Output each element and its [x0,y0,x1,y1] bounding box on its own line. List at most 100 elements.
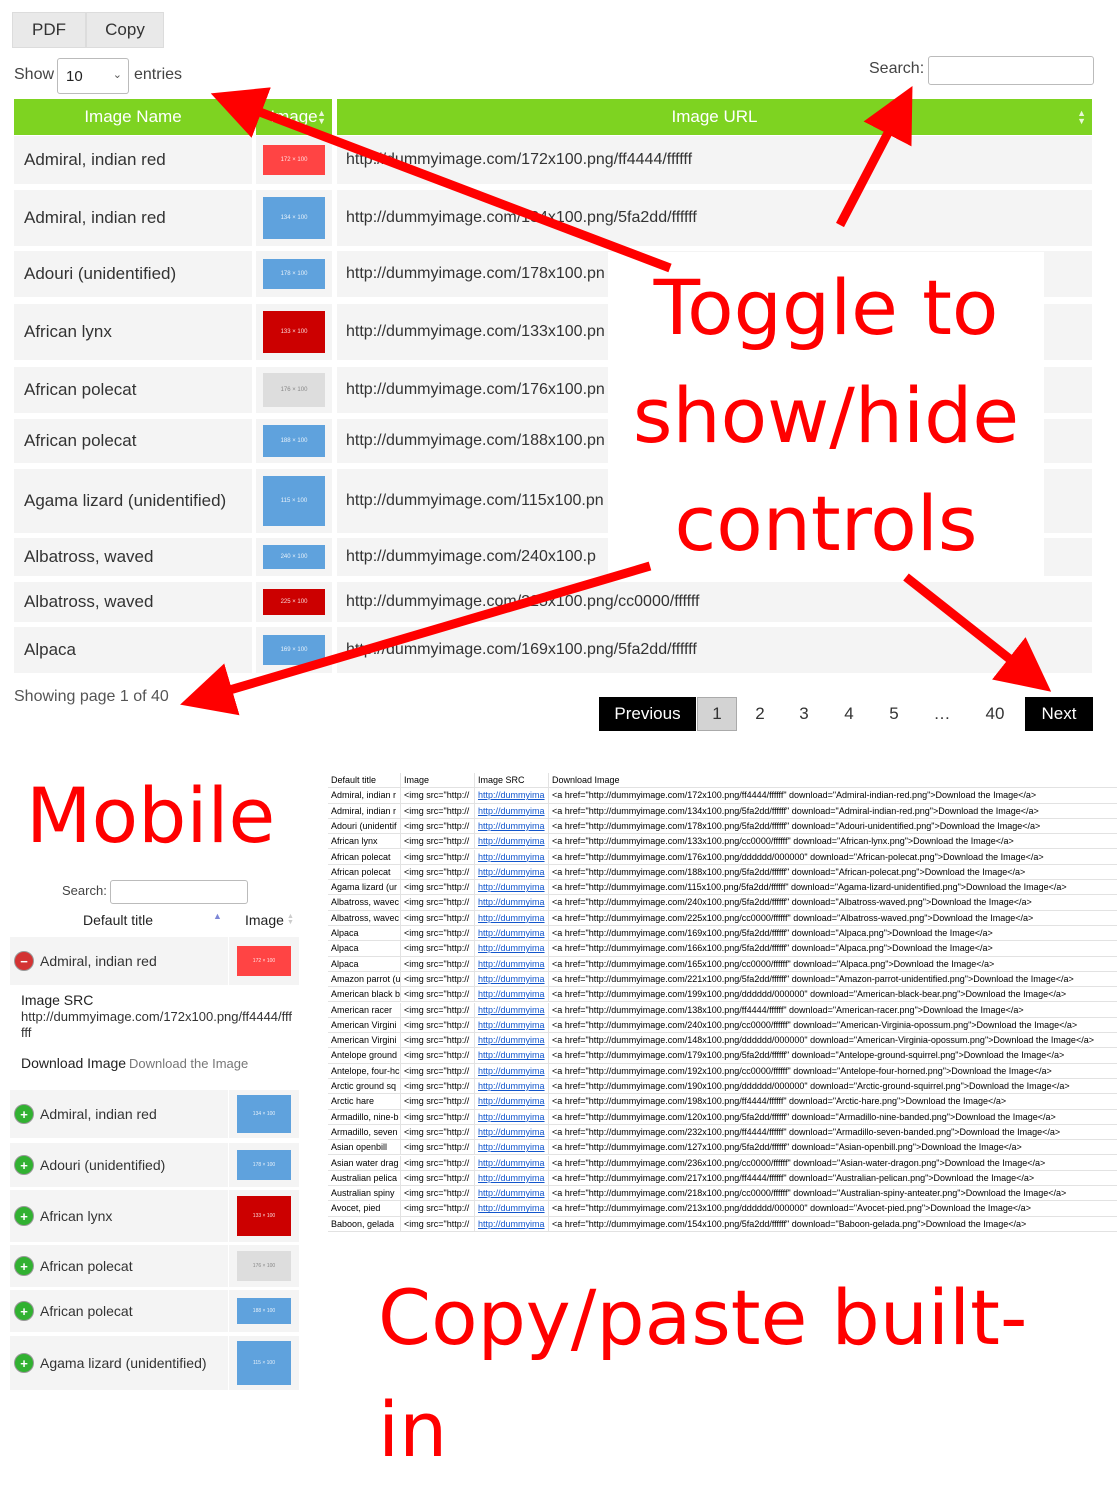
table-row-image: 115 × 100 [256,469,332,533]
sort-icon: ▲▼ [317,108,326,126]
spreadsheet-cell: http://dummyima [475,926,549,941]
detail-src-value: http://dummyimage.com/172x100.png/ff4444… [21,1009,293,1040]
thumbnail-image: 169 × 100 [263,635,325,665]
spreadsheet-cell: African polecat [328,864,401,880]
expand-icon[interactable]: + [14,1256,34,1276]
mobile-row[interactable]: + Agama lizard (unidentified) [10,1336,228,1390]
spreadsheet-cell: Australian pelica [328,1170,401,1186]
mobile-row[interactable]: + African polecat [10,1290,228,1332]
spreadsheet-cell: http://dummyima [475,971,549,987]
page-button-40[interactable]: 40 [985,704,1005,723]
entries-value: 10 [66,67,83,85]
mobile-search-input[interactable] [110,880,248,904]
spreadsheet-row: Agama lizard (ur<img src="http://http://… [328,880,1117,896]
copy-button[interactable]: Copy [86,12,164,48]
mobile-row[interactable]: +Admiral, indian red [10,1090,228,1138]
spreadsheet-cell: http://dummyima [475,1048,549,1064]
toggle-callout-line: Toggle to [653,263,999,352]
thumbnail-image: 176 × 100 [263,373,325,407]
spreadsheet-row: American black b<img src="http://http://… [328,987,1117,1003]
spreadsheet-cell: <a href="http://dummyimage.com/236x100.p… [552,1157,1046,1168]
spreadsheet-row: African polecat<img src="http://http://d… [328,864,1117,881]
expand-icon[interactable]: + [14,1104,34,1124]
spreadsheet-row: American Virgini<img src="http://http://… [328,1017,1117,1034]
spreadsheet-cell: Alpaca [328,956,401,972]
arrow-to-search [836,86,913,228]
spreadsheet-cell: <img src="http:// [401,834,475,850]
toggle-callout-line: show/hide [632,371,1020,460]
thumbnail-image: 178 × 100 [263,259,325,289]
thumbnail-image: 115 × 100 [237,1341,291,1385]
spreadsheet-cell: <a href="http://dummyimage.com/213x100.p… [552,1203,1031,1214]
thumbnail-image: 115 × 100 [263,476,325,526]
arrow-to-next [903,573,1052,692]
spreadsheet-cell: Antelope ground [328,1048,401,1064]
thumbnail-image: 188 × 100 [237,1298,291,1324]
mobile-row-image: 188 × 100 [229,1290,299,1332]
previous-button[interactable]: Previous [599,697,696,731]
spreadsheet-cell: http://dummyima [475,910,549,926]
spreadsheet-cell: <a href="http://dummyimage.com/178x100.p… [552,820,1041,831]
spreadsheet-cell: <a href="http://dummyimage.com/172x100.p… [552,790,1037,801]
spreadsheet-cell: http://dummyima [475,1216,549,1232]
spreadsheet-cell: http://dummyima [475,956,549,972]
spreadsheet-cell: http://dummyima [475,941,549,957]
entries-select[interactable]: 10 ⌄ [57,58,129,94]
page-button-1[interactable]: 1 [697,697,737,731]
spreadsheet-cell: <img src="http:// [401,803,475,819]
spreadsheet-row: Arctic hare<img src="http://http://dummy… [328,1094,1117,1110]
table-row-image: 225 × 100 [256,582,332,622]
collapse-icon[interactable]: − [14,951,34,971]
expand-icon[interactable]: + [14,1301,34,1321]
spreadsheet-cell: Avocet, pied [328,1201,401,1217]
page-button-3[interactable]: 3 [799,704,809,723]
spreadsheet-cell: <a href="http://dummyimage.com/169x100.p… [552,928,993,938]
mobile-row[interactable]: +African polecat [10,1245,228,1287]
spreadsheet-cell: <img src="http:// [401,1094,475,1110]
spreadsheet-cell: Armadillo, nine-b [328,1109,401,1125]
spreadsheet-row: Adouri (unidentif<img src="http://http:/… [328,818,1117,835]
spreadsheet-cell: American black b [328,987,401,1003]
page-button-5[interactable]: 5 [889,704,899,723]
page-button-2[interactable]: 2 [755,704,765,723]
spreadsheet-cell: <img src="http:// [401,910,475,926]
spreadsheet-row: Antelope ground<img src="http://http://d… [328,1048,1117,1064]
mobile-row-expanded[interactable]: − Admiral, indian red [10,937,228,985]
pdf-button[interactable]: PDF [12,12,86,48]
spreadsheet-row: Asian openbill<img src="http://http://du… [328,1140,1117,1156]
spreadsheet-cell: American racer [328,1002,401,1018]
mobile-row[interactable]: +African lynx [10,1190,228,1242]
page-button-4[interactable]: 4 [844,704,854,723]
spreadsheet-cell: Adouri (unidentif [328,818,401,834]
download-link[interactable]: Download the Image [129,1056,249,1071]
spreadsheet-cell: <a href="http://dummyimage.com/198x100.p… [552,1096,1007,1107]
expand-icon[interactable]: + [14,1206,34,1226]
spreadsheet-cell: <a href="http://dummyimage.com/115x100.p… [552,882,1067,893]
spreadsheet-cell: Admiral, indian r [328,803,401,819]
spreadsheet-cell: http://dummyima [475,895,549,911]
expand-icon[interactable]: + [14,1353,34,1373]
spreadsheet-cell: <img src="http:// [401,1033,475,1049]
spreadsheet-cell: http://dummyima [475,987,549,1003]
expand-icon[interactable]: + [14,1155,34,1175]
table-row-url: http://dummyimage.com/172x100.png/ff4444… [337,136,1092,184]
next-button[interactable]: Next [1025,697,1093,731]
mobile-header-title[interactable]: Default title [83,912,154,928]
arrow-to-entries [210,87,672,273]
mobile-row[interactable]: +Adouri (unidentified) [10,1143,228,1187]
thumbnail-image: 225 × 100 [263,589,325,615]
table-row-name: Admiral, indian red [14,136,252,184]
search-input[interactable] [928,56,1094,85]
sheet-header-cell: Download Image [552,775,620,785]
spreadsheet-cell: <img src="http:// [401,788,475,804]
mobile-header-image[interactable]: Image [245,912,284,928]
mobile-row-image: 176 × 100 [229,1245,299,1287]
column-header-image-url[interactable]: Image URL ▲▼ [337,99,1092,135]
spreadsheet-cell: Agama lizard (ur [328,880,401,896]
mobile-row-name: African polecat [40,1303,133,1319]
spreadsheet-cell: http://dummyima [475,1094,549,1110]
mobile-row-name: Agama lizard (unidentified) [40,1355,207,1371]
spreadsheet-cell: <img src="http:// [401,864,475,880]
spreadsheet-cell: http://dummyima [475,803,549,819]
mobile-callout: Mobile [26,771,276,860]
